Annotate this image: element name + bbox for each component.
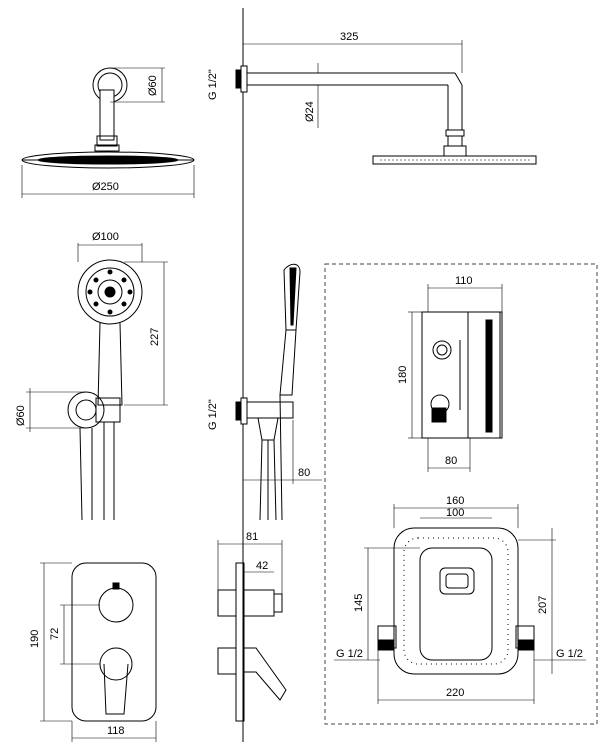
shower-head-front-view xyxy=(21,67,195,169)
dim-diameter-24: Ø24 xyxy=(304,63,319,128)
dim-diameter-100: Ø100 xyxy=(77,231,143,262)
dim-160: 160 xyxy=(393,495,519,528)
installation-box-frame xyxy=(324,263,598,725)
dim-180-label: 180 xyxy=(397,366,409,384)
dim-72-label: 72 xyxy=(49,628,61,640)
dim-100-label: Ø100 xyxy=(92,231,119,243)
dim-42-label: 42 xyxy=(256,560,268,572)
dim-118-label: 118 xyxy=(107,725,125,737)
shower-arm-side-view xyxy=(235,65,537,165)
dim-220-label: 220 xyxy=(446,687,464,699)
dim-207: 207 xyxy=(518,528,556,674)
dim-diameter-60-mid: Ø60 xyxy=(15,388,86,432)
valve-plate-front-view xyxy=(71,562,157,722)
dim-42: 42 xyxy=(244,560,274,573)
g12-mid-label: G 1/2" xyxy=(207,399,219,430)
valve-plate-side-view xyxy=(217,562,287,722)
dim-100-box-label: 100 xyxy=(446,507,464,519)
dim-220: 220 xyxy=(377,650,535,704)
dim-227: 227 xyxy=(124,261,168,406)
installation-box-side-view xyxy=(421,311,503,439)
dim-145: 145 xyxy=(353,547,420,660)
dim-diameter-60-top: Ø60 xyxy=(110,67,165,103)
dim-24-label: Ø24 xyxy=(304,101,316,122)
dim-80-mid: 80 xyxy=(243,420,322,484)
dim-81: 81 xyxy=(217,531,283,594)
dim-190: 190 xyxy=(29,562,72,722)
hand-shower-front-view xyxy=(67,259,143,521)
dim-325-label: 325 xyxy=(340,31,358,43)
dim-60-mid-label: Ø60 xyxy=(15,405,27,426)
g12-right-label: G 1/2 xyxy=(556,648,583,660)
dim-145-label: 145 xyxy=(353,594,365,612)
dim-81-label: 81 xyxy=(246,531,258,543)
dim-118: 118 xyxy=(71,721,157,742)
dim-diameter-250: Ø250 xyxy=(21,165,195,198)
dim-227-label: 227 xyxy=(149,328,161,346)
dim-180: 180 xyxy=(397,311,422,439)
dim-110: 110 xyxy=(427,275,503,312)
dim-325: 325 xyxy=(243,31,463,73)
dim-250-label: Ø250 xyxy=(92,181,119,193)
dim-80-mid-label: 80 xyxy=(298,467,310,479)
dim-100-box: 100 xyxy=(420,507,492,519)
hand-shower-side-view xyxy=(235,263,301,521)
dim-72: 72 xyxy=(49,604,100,665)
dim-80-box-label: 80 xyxy=(445,455,457,467)
dim-190-label: 190 xyxy=(29,630,41,648)
dim-110-label: 110 xyxy=(455,275,473,287)
dim-160-label: 160 xyxy=(446,495,464,507)
g12-left-label: G 1/2 xyxy=(336,648,363,660)
dim-207-label: 207 xyxy=(537,596,549,614)
dim-80-box: 80 xyxy=(427,438,471,472)
dim-60-top-label: Ø60 xyxy=(147,75,159,96)
installation-box-front-view xyxy=(377,527,535,675)
g12-top-label: G 1/2" xyxy=(207,69,219,100)
